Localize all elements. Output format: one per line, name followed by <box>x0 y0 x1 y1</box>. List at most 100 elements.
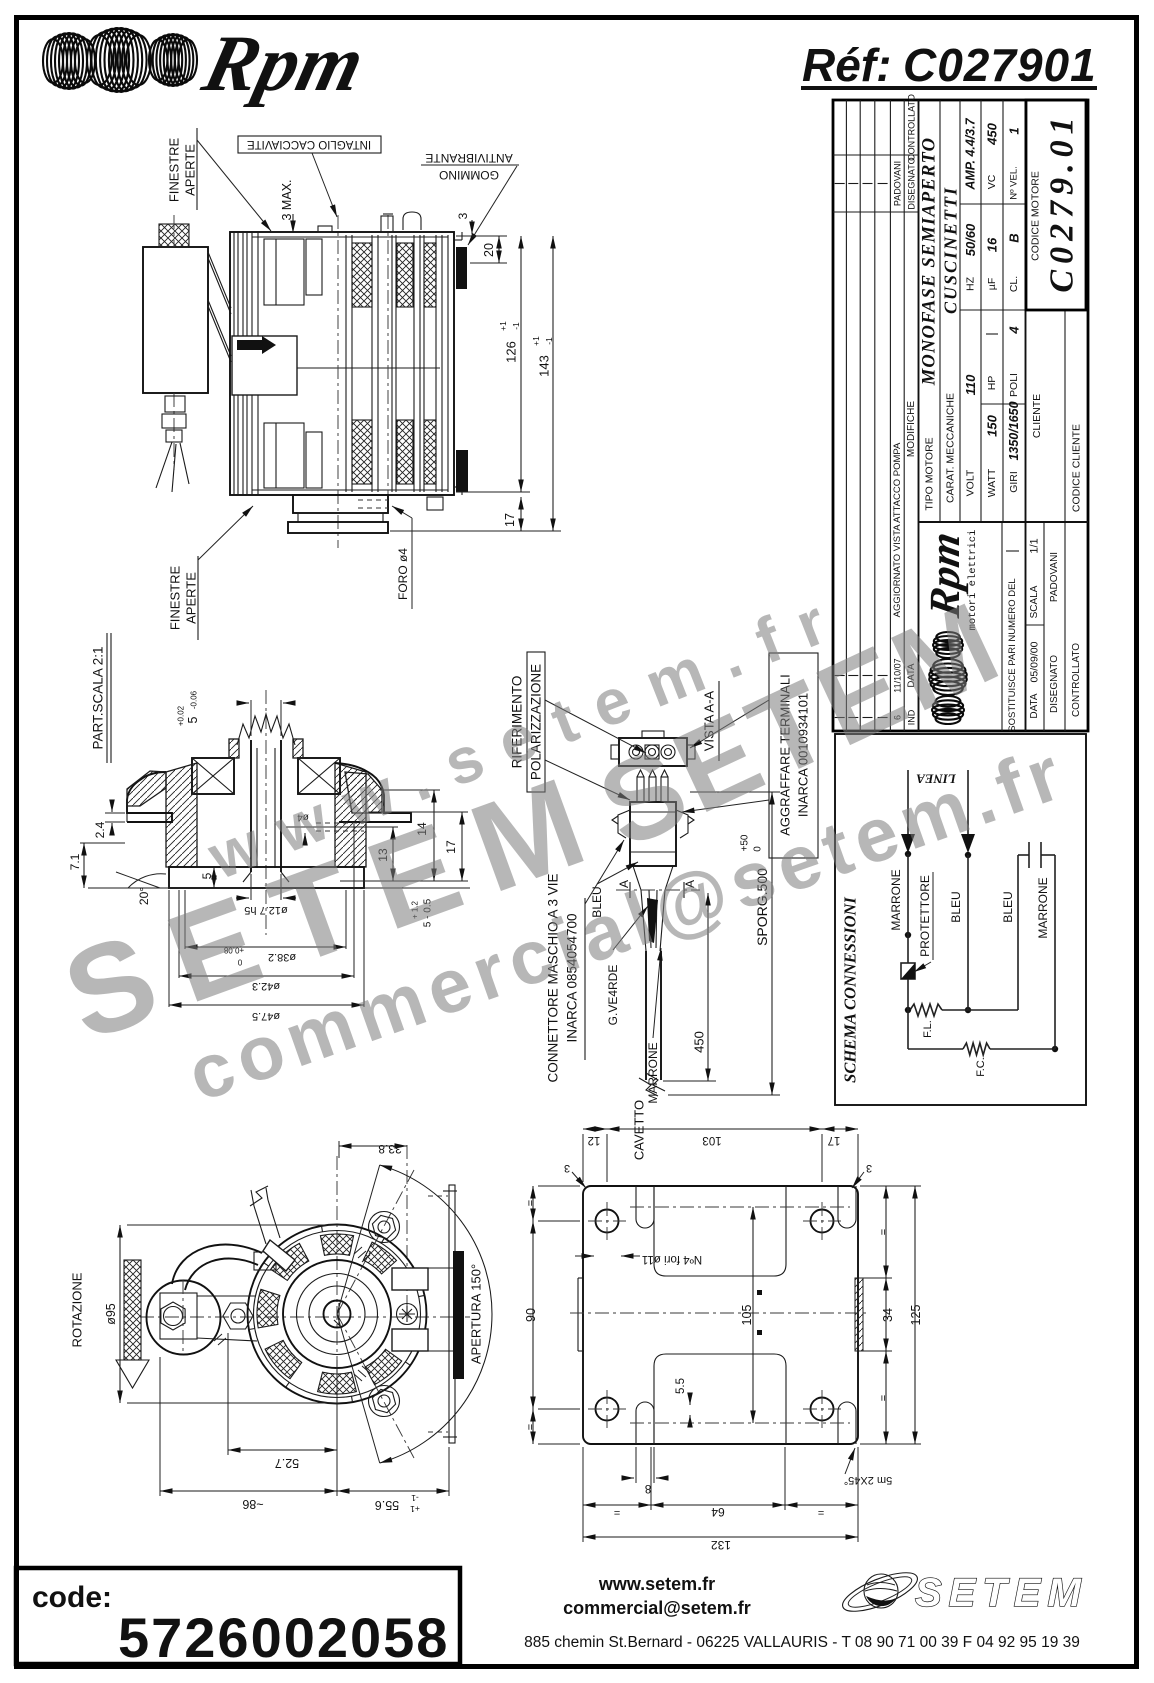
svg-text:DATA: DATA <box>1029 693 1040 719</box>
svg-text:RIFERIMENTO: RIFERIMENTO <box>510 676 525 769</box>
svg-text:AMP. 4.4/3.7: AMP. 4.4/3.7 <box>964 117 978 190</box>
svg-text:APERTE: APERTE <box>183 144 198 196</box>
svg-text:WATT: WATT <box>986 468 998 497</box>
svg-text:1: 1 <box>1007 127 1022 134</box>
svg-text:SOSTITUISCE PARI NUMERO DEL: SOSTITUISCE PARI NUMERO DEL <box>1007 578 1018 731</box>
svg-text:103: 103 <box>702 1134 721 1146</box>
svg-text:Nº4 fori ø11: Nº4 fori ø11 <box>642 1253 702 1265</box>
svg-text:MARRONE: MARRONE <box>1036 877 1050 938</box>
svg-text:=: = <box>878 1395 890 1401</box>
svg-text:17: 17 <box>444 840 458 854</box>
svg-text:+1: +1 <box>410 1504 420 1514</box>
svg-text:code:: code: <box>32 1581 112 1614</box>
svg-text:GIRI: GIRI <box>1008 471 1020 493</box>
svg-text:motori elettrici: motori elettrici <box>967 530 979 631</box>
svg-text:ø47.5: ø47.5 <box>252 1010 280 1022</box>
svg-text:µF: µF <box>986 278 998 290</box>
svg-text:5 - 0.5: 5 - 0.5 <box>423 898 434 927</box>
svg-text:DISEGNATO: DISEGNATO <box>907 157 917 209</box>
svg-text:16: 16 <box>985 237 1000 252</box>
svg-text:33.8: 33.8 <box>378 1142 402 1156</box>
svg-text:+ 1.2: + 1.2 <box>411 900 420 919</box>
svg-text:B: B <box>1007 233 1022 242</box>
svg-text:Rpm: Rpm <box>194 19 373 108</box>
svg-text:AGGIORNATO VISTA ATTACCO POMPA: AGGIORNATO VISTA ATTACCO POMPA <box>892 442 903 617</box>
svg-text:MODIFICHE: MODIFICHE <box>906 401 917 457</box>
svg-text:1/1: 1/1 <box>1029 538 1041 553</box>
svg-text:~86: ~86 <box>242 1497 263 1511</box>
svg-text:7.1: 7.1 <box>68 853 82 870</box>
svg-text:APERTE: APERTE <box>184 572 199 624</box>
svg-text:ø12.7 h5: ø12.7 h5 <box>244 904 287 916</box>
svg-text:ø4: ø4 <box>297 812 309 823</box>
svg-text:11/10/07: 11/10/07 <box>892 658 902 692</box>
svg-text:BLEU: BLEU <box>590 886 604 917</box>
svg-text:SCALA: SCALA <box>1029 585 1040 618</box>
svg-text:MONOFASE SEMIAPERTO: MONOFASE SEMIAPERTO <box>920 137 940 387</box>
svg-text:-1: -1 <box>511 322 521 330</box>
svg-text:05/09/00: 05/09/00 <box>1029 641 1041 682</box>
svg-text:SETEM: SETEM <box>915 1571 1088 1615</box>
svg-text:110: 110 <box>963 374 978 395</box>
svg-text:FINESTRE: FINESTRE <box>168 566 183 631</box>
svg-text:0: 0 <box>237 958 242 967</box>
svg-text:SPORG.500: SPORG.500 <box>754 868 770 946</box>
svg-text:12: 12 <box>588 1134 601 1146</box>
svg-text:A: A <box>683 880 697 888</box>
svg-text:MARRONE: MARRONE <box>889 869 903 930</box>
svg-text:VC: VC <box>986 174 998 189</box>
svg-text:A: A <box>617 880 631 888</box>
svg-text:+0.08: +0.08 <box>223 946 244 955</box>
svg-text:PROTETTORE: PROTETTORE <box>918 875 932 957</box>
svg-text:3: 3 <box>456 212 470 219</box>
svg-text:17: 17 <box>503 513 517 527</box>
svg-text:BLEU: BLEU <box>1001 891 1015 922</box>
svg-text:+50: +50 <box>740 834 751 851</box>
svg-text:CODICE CLIENTE: CODICE CLIENTE <box>1071 424 1083 512</box>
svg-text:5726002058: 5726002058 <box>118 1606 449 1669</box>
svg-text:20: 20 <box>482 243 496 257</box>
svg-text:126: 126 <box>504 341 519 363</box>
svg-text:8: 8 <box>645 1482 651 1494</box>
svg-text:+0.02: +0.02 <box>177 705 186 726</box>
svg-text:BLEU: BLEU <box>949 891 963 922</box>
svg-text:13: 13 <box>376 848 390 862</box>
svg-text:34: 34 <box>881 1308 895 1322</box>
svg-text:CARAT. MECCANICHE: CARAT. MECCANICHE <box>945 393 957 503</box>
svg-text:F.C.: F.C. <box>975 1057 987 1077</box>
svg-text:450: 450 <box>692 1031 707 1053</box>
svg-text:6: 6 <box>892 715 902 720</box>
svg-text:TIPO MOTORE: TIPO MOTORE <box>924 437 936 510</box>
svg-text:ø42.3: ø42.3 <box>252 980 280 992</box>
svg-text:AGGRAFFARE TERMINALI: AGGRAFFARE TERMINALI <box>778 674 793 836</box>
svg-text:20°: 20° <box>137 887 151 905</box>
svg-text:C0279.01: C0279.01 <box>1044 111 1081 292</box>
svg-text:150: 150 <box>985 414 1000 436</box>
svg-text:17: 17 <box>828 1134 841 1146</box>
svg-text:INARCA 0010934101: INARCA 0010934101 <box>796 693 811 817</box>
svg-text:FINESTRE: FINESTRE <box>167 138 182 203</box>
svg-text:CAVETTO: CAVETTO <box>632 1100 647 1160</box>
svg-text:125: 125 <box>909 1305 923 1326</box>
svg-text:4: 4 <box>1007 326 1022 335</box>
svg-text:INTAGLIO CACCIAVITE: INTAGLIO CACCIAVITE <box>247 138 372 150</box>
svg-text:Nº VEL.: Nº VEL. <box>1009 166 1020 200</box>
svg-text:1350/1650: 1350/1650 <box>1007 401 1021 460</box>
svg-text:VISTA A-A: VISTA A-A <box>702 690 717 751</box>
svg-text:2.4: 2.4 <box>93 821 107 838</box>
svg-text:=: = <box>525 1200 537 1206</box>
svg-text:+1: +1 <box>498 321 508 331</box>
svg-text:132: 132 <box>711 1538 731 1552</box>
svg-text:5: 5 <box>200 872 214 879</box>
svg-text:=: = <box>525 1424 537 1430</box>
svg-text:CUSCINETTI: CUSCINETTI <box>941 186 961 314</box>
svg-text:64: 64 <box>711 1505 725 1519</box>
svg-text:CONTROLLATO: CONTROLLATO <box>907 94 917 161</box>
svg-text:450: 450 <box>985 122 1000 145</box>
svg-text:105: 105 <box>740 1305 754 1326</box>
svg-text:www.setem.fr: www.setem.fr <box>598 1574 715 1594</box>
svg-text:F.L.: F.L. <box>922 1020 934 1038</box>
svg-text:143: 143 <box>537 355 552 377</box>
svg-text:commercial@setem.fr: commercial@setem.fr <box>563 1598 751 1618</box>
svg-text:ROTAZIONE: ROTAZIONE <box>70 1272 85 1347</box>
